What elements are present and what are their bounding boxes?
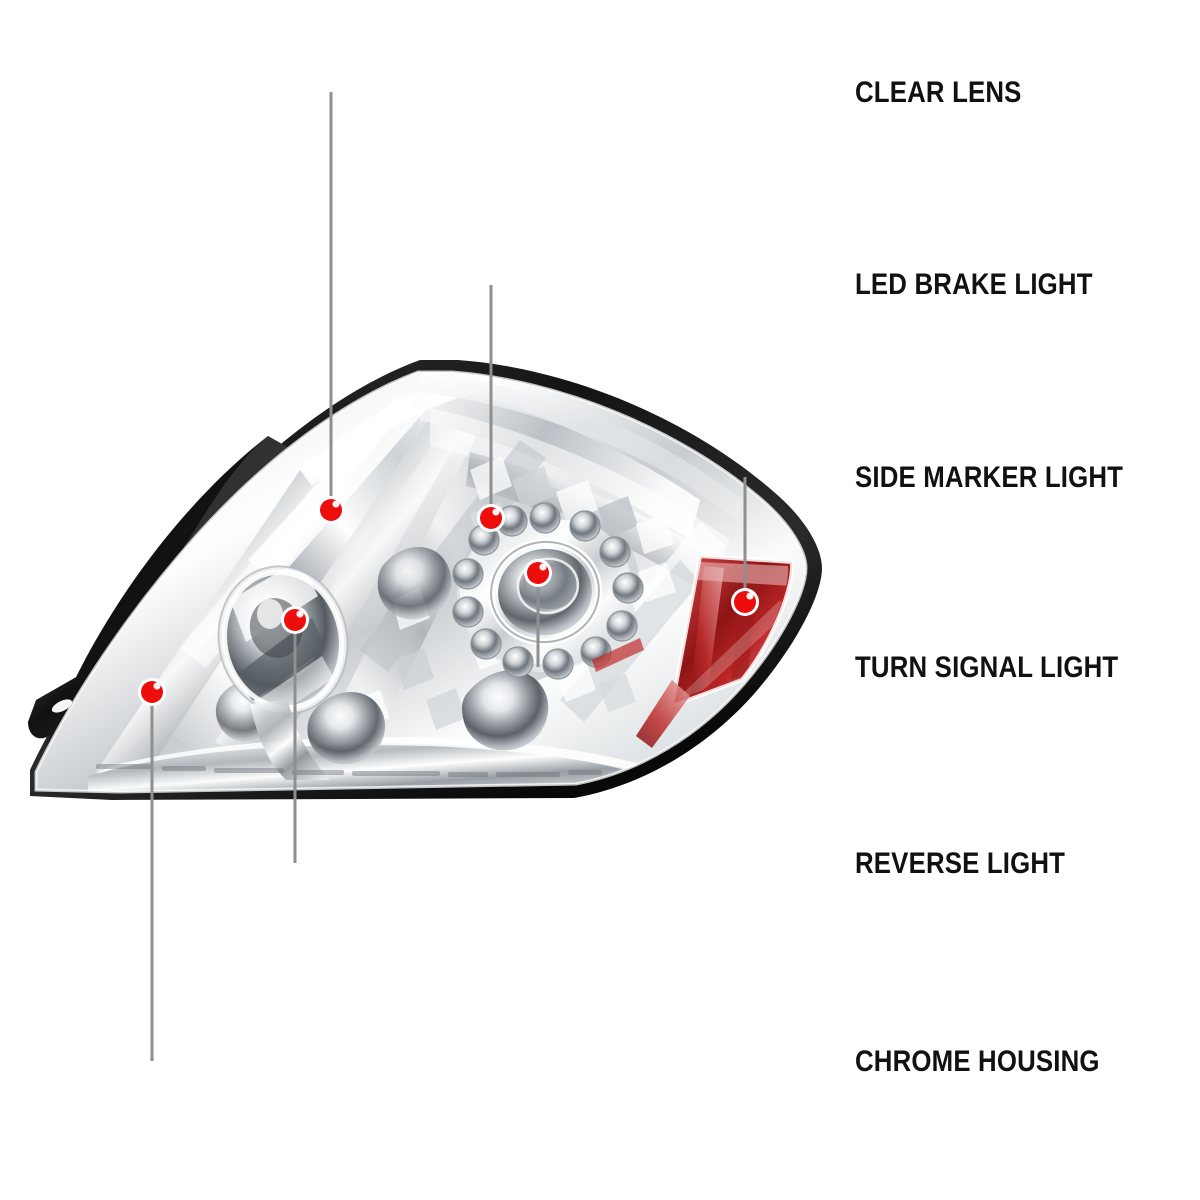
led-brake-ring — [452, 502, 644, 680]
callout-label-clear-lens: CLEAR LENS — [855, 76, 1022, 109]
callout-label-side-marker-light: SIDE MARKER LIGHT — [855, 461, 1124, 494]
callout-label-chrome-housing: CHROME HOUSING — [855, 1045, 1100, 1078]
leader-chrome-housing — [150, 692, 832, 1063]
leader-led-brake-light — [489, 283, 832, 518]
callout-dot-side-marker-light[interactable] — [731, 588, 759, 616]
callout-label-reverse-light: REVERSE LIGHT — [855, 847, 1066, 880]
leader-reverse-light — [293, 620, 832, 865]
leader-clear-lens — [329, 90, 832, 510]
callout-label-turn-signal-light: TURN SIGNAL LIGHT — [855, 651, 1119, 684]
leader-turn-signal-light — [536, 573, 832, 669]
callout-dot-led-brake-light[interactable] — [477, 504, 505, 532]
callout-label-led-brake-light: LED BRAKE LIGHT — [855, 268, 1093, 301]
led-elements — [452, 502, 644, 680]
callout-dot-reverse-light[interactable] — [281, 606, 309, 634]
callout-dot-clear-lens[interactable] — [317, 496, 345, 524]
lens-etched-markings — [96, 764, 602, 777]
callout-dot-turn-signal-light[interactable] — [524, 559, 552, 587]
leader-side-marker-light — [743, 475, 832, 602]
callout-dot-chrome-housing[interactable] — [138, 678, 166, 706]
